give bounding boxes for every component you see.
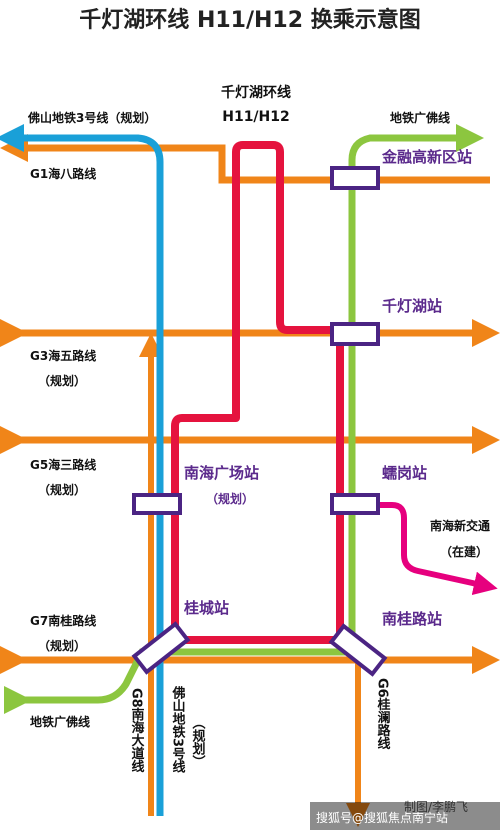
g5-planned-label: （规划） [38,482,86,497]
station-marker-jinrong[interactable] [330,166,380,190]
station-label-nanguilu: 南桂路站 [382,610,442,628]
station-label-nanhai-square: 南海广场站 [184,464,259,482]
watermark-text: 搜狐号@搜狐焦点南宁站 [316,810,448,825]
station-label-qiandenghu: 千灯湖站 [382,297,442,315]
foshan3-vertical-planned-label: （规划） [190,716,207,768]
g7-label: G7南桂路线 [30,613,96,628]
g8-vertical-label: G8南海大道线 [129,688,145,774]
g5-label: G5海三路线 [30,457,96,472]
watermark-bar [310,802,500,830]
nanhai-new-transit-label: 南海新交通 [430,518,490,533]
foshan3-top-label: 佛山地铁3号线（规划） [27,110,156,125]
g6-vertical-label: G6桂澜路线 [375,678,392,751]
guangfo-line [4,124,484,714]
g3-planned-label: （规划） [38,373,86,388]
station-marker-nanguilu[interactable] [328,623,388,677]
g7-planned-label: （规划） [38,638,86,653]
nanhai-new-transit-line [350,502,498,596]
station-marker-leigang[interactable] [330,493,380,515]
station-marker-qiandenghu[interactable] [330,322,380,346]
map-title: 千灯湖环线 H11/H12 换乘示意图 [79,7,420,33]
guangfo-bottom-label: 地铁广佛线 [30,714,90,729]
station-label-nanhai-square-planned: （规划） [206,491,254,506]
guangfo-top-label: 地铁广佛线 [390,110,450,125]
loop-line-h11-h12 [171,141,344,644]
loop-label-name: 千灯湖环线 [221,84,291,101]
nanhai-new-transit-status: （在建） [440,544,488,559]
station-label-jinrong: 金融高新区站 [381,148,472,166]
station-marker-guicheng[interactable] [131,621,191,675]
credit-text: 制图/李鹏飞 [404,799,468,814]
station-marker-nanhai-square[interactable] [132,493,182,515]
foshan3-vertical-label: 佛山地铁3号线 [170,685,187,774]
station-label-guicheng: 桂城站 [183,599,229,617]
g3-label: G3海五路线 [30,348,96,363]
loop-label-code: H11/H12 [222,109,290,125]
station-label-leigang: 蠕岗站 [382,464,427,482]
g1-label: G1海八路线 [30,166,96,181]
